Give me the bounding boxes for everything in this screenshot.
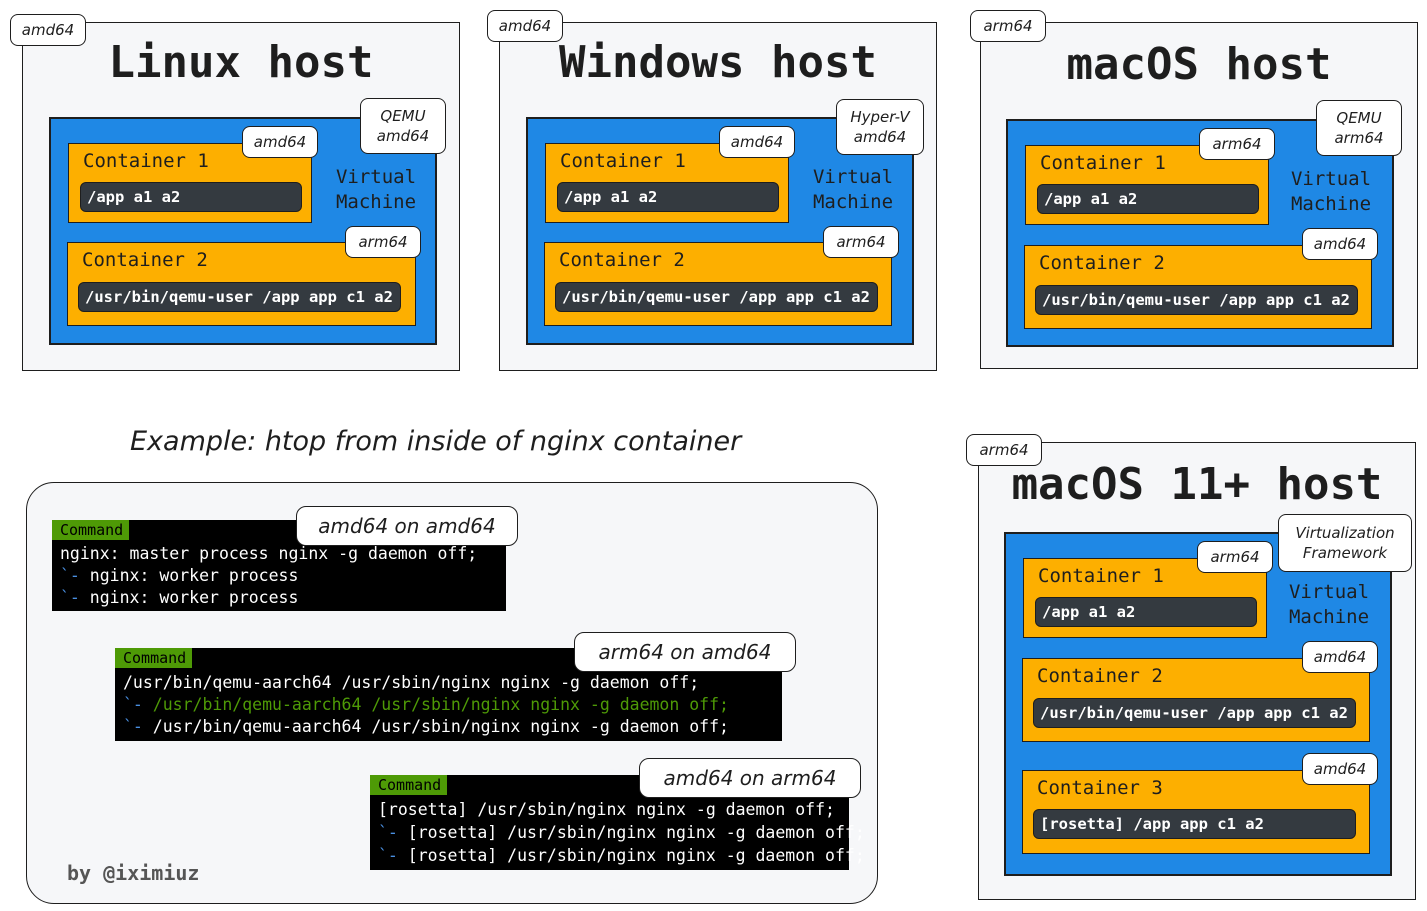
- container-command: /app a1 a2: [80, 182, 302, 212]
- macos-container-2-arch-tag: amd64: [1302, 228, 1378, 260]
- linux-container-2-arch-tag: arm64: [345, 226, 421, 258]
- macos11-host-arch-tag: arm64: [966, 434, 1042, 466]
- terminal-header: Command: [115, 648, 193, 668]
- macos-host-title: macOS host: [1066, 39, 1332, 90]
- terminal-amd64-on-arm64: Command [rosetta] /usr/sbin/nginx nginx …: [370, 775, 865, 870]
- terminal-amd64-on-amd64: Command nginx: master process nginx -g d…: [52, 520, 506, 611]
- macos11-vm-label: Virtual Machine: [1284, 580, 1374, 630]
- author-credit: by @iximiuz: [67, 861, 200, 885]
- terminal-line: `- [rosetta] /usr/sbin/nginx nginx -g da…: [378, 845, 865, 867]
- line-text: [rosetta] /usr/sbin/nginx nginx -g daemo…: [378, 800, 835, 819]
- windows-host-title: Windows host: [559, 37, 877, 88]
- terminal-1-label: amd64 on amd64: [296, 506, 518, 546]
- terminal-line: nginx: master process nginx -g daemon of…: [60, 543, 477, 565]
- macos-vm-label: Virtual Machine: [1286, 167, 1376, 217]
- linux-container-2: Container 2 /usr/bin/qemu-user /app app …: [67, 242, 416, 326]
- terminal-line: `- nginx: worker process: [60, 565, 298, 587]
- macos11-host-title: macOS 11+ host: [1011, 459, 1383, 510]
- hypervisor-line-2: amd64: [853, 128, 907, 146]
- vm-label-line-1: Virtual: [1288, 581, 1370, 603]
- terminal-line: [rosetta] /usr/sbin/nginx nginx -g daemo…: [378, 799, 835, 821]
- line-text: /usr/bin/qemu-aarch64 /usr/sbin/nginx ng…: [123, 673, 700, 692]
- tree-prefix: `-: [60, 566, 80, 585]
- macos11-container-1: Container 1 /app a1 a2: [1023, 558, 1267, 638]
- macos-host-arch-tag: arm64: [970, 10, 1046, 42]
- terminal-line: `- [rosetta] /usr/sbin/nginx nginx -g da…: [378, 822, 865, 844]
- line-text: [rosetta] /usr/sbin/nginx nginx -g daemo…: [397, 846, 865, 865]
- windows-container-1-arch-tag: amd64: [719, 126, 795, 158]
- container-command: /app a1 a2: [1035, 597, 1257, 627]
- container-command: /usr/bin/qemu-user /app app c1 a2: [78, 282, 401, 312]
- terminal-line: /usr/bin/qemu-aarch64 /usr/sbin/nginx ng…: [123, 672, 699, 694]
- macos11-container-2-arch-tag: amd64: [1302, 641, 1378, 673]
- container-name: Container 2: [82, 249, 208, 271]
- macos-hypervisor-tag: QEMU arm64: [1316, 100, 1402, 156]
- container-name: Container 2: [559, 249, 685, 271]
- tree-prefix: `-: [378, 846, 398, 865]
- vm-label-line-1: Virtual: [335, 166, 417, 188]
- terminal-header: Command: [52, 520, 130, 540]
- line-text: /usr/bin/qemu-aarch64 /usr/sbin/nginx ng…: [142, 717, 729, 736]
- hypervisor-line-1: QEMU: [380, 107, 426, 125]
- container-command: /usr/bin/qemu-user /app app c1 a2: [555, 282, 878, 312]
- windows-container-2-arch-tag: arm64: [823, 226, 899, 258]
- container-name: Container 1: [83, 150, 209, 172]
- terminal-line: `- nginx: worker process: [60, 587, 298, 609]
- line-text: /usr/bin/qemu-aarch64 /usr/sbin/nginx ng…: [142, 695, 729, 714]
- line-text: nginx: master process nginx -g daemon of…: [60, 544, 478, 563]
- terminal-line: `- /usr/bin/qemu-aarch64 /usr/sbin/nginx…: [123, 716, 729, 738]
- hypervisor-line-2: arm64: [1334, 129, 1384, 147]
- container-command: /usr/bin/qemu-user /app app c1 a2: [1035, 285, 1358, 315]
- example-caption: Example: htop from inside of nginx conta…: [130, 426, 742, 457]
- linux-container-1: Container 1 /app a1 a2: [68, 143, 312, 223]
- container-name: Container 3: [1037, 777, 1163, 799]
- container-name: Container 2: [1039, 252, 1165, 274]
- linux-host-title: Linux host: [108, 37, 374, 88]
- tree-prefix: `-: [60, 588, 80, 607]
- container-name: Container 1: [1040, 152, 1166, 174]
- terminal-line-highlighted: `- /usr/bin/qemu-aarch64 /usr/sbin/nginx…: [123, 694, 729, 716]
- windows-vm-label: Virtual Machine: [808, 165, 898, 215]
- hypervisor-line-2: Framework: [1302, 544, 1388, 562]
- container-command: [rosetta] /app app c1 a2: [1033, 809, 1356, 839]
- windows-host-arch-tag: amd64: [487, 10, 563, 42]
- vm-label-line-1: Virtual: [812, 166, 894, 188]
- macos-container-2: Container 2 /usr/bin/qemu-user /app app …: [1024, 245, 1372, 329]
- tree-prefix: `-: [123, 717, 143, 736]
- linux-container-1-arch-tag: amd64: [242, 126, 318, 158]
- container-command: /app a1 a2: [557, 182, 779, 212]
- container-name: Container 1: [560, 150, 686, 172]
- hypervisor-line-1: Hyper-V: [850, 108, 910, 126]
- line-text: [rosetta] /usr/sbin/nginx nginx -g daemo…: [397, 823, 865, 842]
- linux-host-arch-tag: amd64: [10, 14, 86, 46]
- vm-label-line-2: Machine: [812, 191, 894, 213]
- vm-label-line-2: Machine: [1288, 606, 1370, 628]
- macos11-hypervisor-tag: Virtualization Framework: [1278, 514, 1412, 572]
- vm-label-line-1: Virtual: [1290, 168, 1372, 190]
- vm-label-line-2: Machine: [335, 191, 417, 213]
- macos11-container-1-arch-tag: arm64: [1197, 541, 1273, 573]
- terminal-2-label: arm64 on amd64: [574, 632, 796, 672]
- container-command: /usr/bin/qemu-user /app app c1 a2: [1033, 698, 1356, 728]
- macos-container-1-arch-tag: arm64: [1199, 128, 1275, 160]
- container-command: /app a1 a2: [1037, 184, 1259, 214]
- tree-prefix: `-: [123, 695, 143, 714]
- hypervisor-line-2: amd64: [376, 127, 430, 145]
- terminal-header: Command: [370, 775, 448, 795]
- linux-hypervisor-tag: QEMU amd64: [360, 98, 446, 154]
- line-text: nginx: worker process: [79, 566, 299, 585]
- hypervisor-line-1: Virtualization: [1295, 524, 1395, 542]
- hypervisor-line-1: QEMU: [1336, 109, 1382, 127]
- terminal-3-label: amd64 on arm64: [639, 758, 861, 798]
- line-text: nginx: worker process: [79, 588, 299, 607]
- vm-label-line-2: Machine: [1290, 193, 1372, 215]
- macos11-container-3-arch-tag: amd64: [1302, 753, 1378, 785]
- linux-vm-label: Virtual Machine: [331, 165, 421, 215]
- container-name: Container 2: [1037, 665, 1163, 687]
- tree-prefix: `-: [378, 823, 398, 842]
- container-name: Container 1: [1038, 565, 1164, 587]
- windows-hypervisor-tag: Hyper-V amd64: [836, 99, 924, 155]
